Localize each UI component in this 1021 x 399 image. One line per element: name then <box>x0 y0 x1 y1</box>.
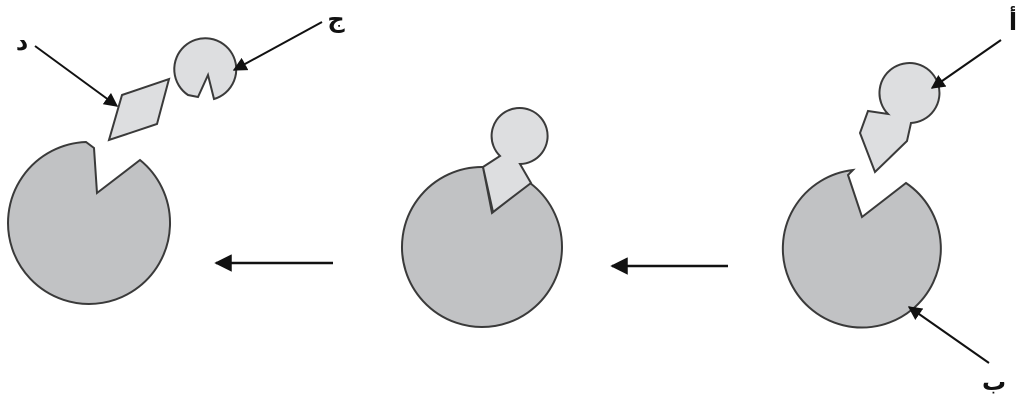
stage-enzyme-substrate <box>781 62 942 329</box>
label-c: ج <box>327 5 345 33</box>
substrate-shape <box>858 62 941 174</box>
complex-enzyme-shape <box>400 165 563 328</box>
label-b: ب <box>982 368 1006 396</box>
stage-products <box>7 37 238 305</box>
stage-complex <box>400 107 563 328</box>
enzyme-shape <box>781 168 942 329</box>
complex-substrate-shape <box>481 107 549 214</box>
label-b-pointer <box>907 306 990 364</box>
product-enzyme-shape <box>7 140 171 305</box>
label-d-pointer <box>34 45 119 107</box>
label-a-pointer <box>930 39 1002 89</box>
label-c-pointer <box>232 21 323 71</box>
product-d-shape <box>107 77 171 142</box>
label-d: د <box>16 28 28 56</box>
label-a: أ <box>1009 6 1017 36</box>
product-c-shape <box>173 37 238 101</box>
